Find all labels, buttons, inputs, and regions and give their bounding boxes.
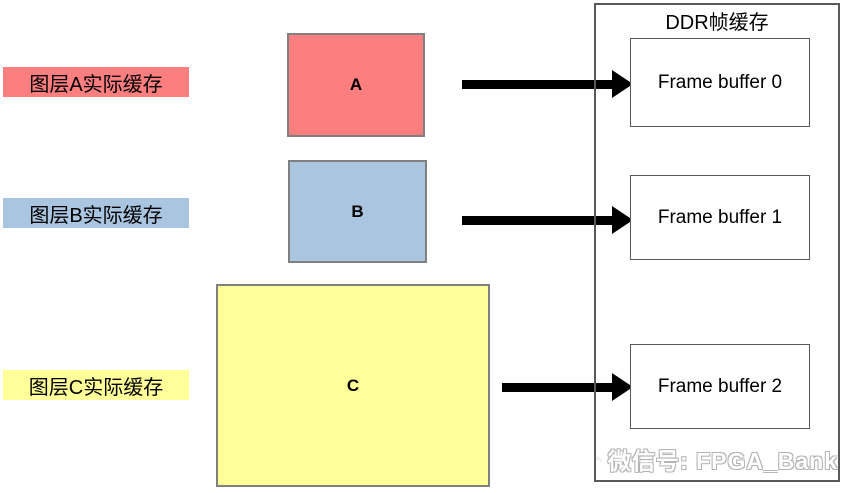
layer-a-label: 图层A实际缓存 [3,67,189,97]
arrow-shaft [462,80,613,89]
layer-b-letter: B [351,201,364,221]
ddr-panel [594,3,840,482]
layer-b-label: 图层B实际缓存 [3,198,189,228]
arrow-shaft [502,383,613,392]
watermark-text: 微信号: FPGA_Bank [608,448,838,474]
arrow-head-icon [612,70,633,98]
layer-c-letter: C [346,375,360,395]
arrow-shaft [462,216,613,225]
layer-a-buffer-box: A [287,33,425,137]
watermark: 微信号: FPGA_Bank [596,438,838,480]
layer-c-buffer-box: C [216,284,490,487]
layer-a-letter: A [349,75,363,94]
wechat-icon [596,456,602,462]
layer-b-buffer-box: B [288,160,427,263]
frame-buffer-2: Frame buffer 2 [630,344,810,429]
arrow-head-icon [612,206,633,234]
layer-c-label: 图层C实际缓存 [3,370,189,400]
frame-buffer-0: Frame buffer 0 [630,38,810,127]
ddr-panel-title: DDR帧缓存 [665,12,769,34]
arrow-head-icon [612,373,633,401]
frame-buffer-1: Frame buffer 1 [630,175,810,260]
